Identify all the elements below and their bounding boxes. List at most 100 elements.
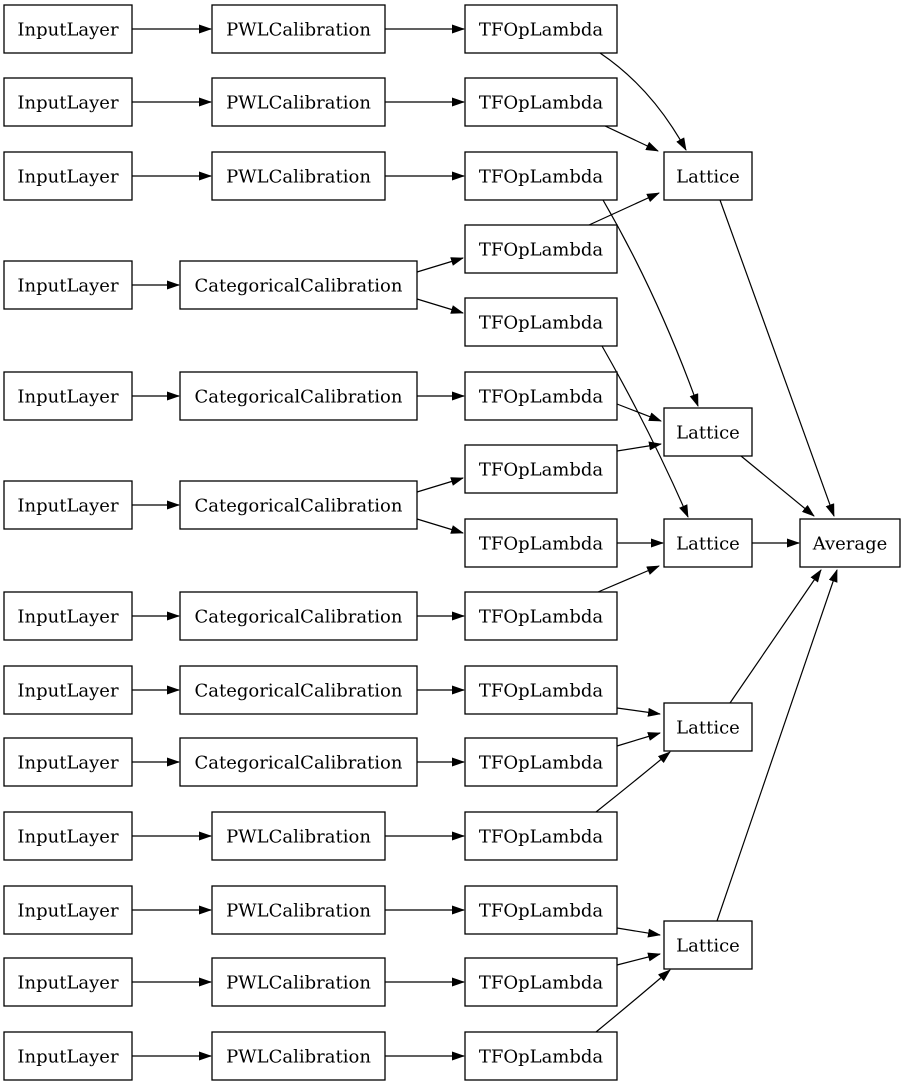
node-categorical-calibration-6: CategoricalCalibration (179, 737, 418, 787)
node-lattice-2: Lattice (663, 407, 753, 457)
node-input-layer-4: InputLayer (3, 260, 133, 310)
node-rect-input-layer-6 (3, 480, 133, 530)
node-pwl-calibration-7: PWLCalibration (211, 1031, 386, 1081)
node-label-input-layer-6: InputLayer (17, 496, 119, 517)
node-label-tf-op-lambda-11: TFOpLambda (479, 753, 604, 774)
node-input-layer-7: InputLayer (3, 591, 133, 641)
node-label-pwl-calibration-2: PWLCalibration (226, 93, 371, 114)
edge-tf-op-lambda-10-to-lattice-4 (616, 707, 661, 717)
edge-layer (132, 24, 838, 1061)
node-tf-op-lambda-7: TFOpLambda (464, 444, 618, 494)
node-label-input-layer-2: InputLayer (17, 93, 119, 114)
node-label-categorical-calibration-1: CategoricalCalibration (195, 276, 403, 297)
node-pwl-calibration-1: PWLCalibration (211, 4, 386, 54)
node-categorical-calibration-5: CategoricalCalibration (179, 665, 418, 715)
node-rect-average (799, 518, 901, 568)
node-label-categorical-calibration-3: CategoricalCalibration (195, 496, 403, 517)
node-label-input-layer-7: InputLayer (17, 607, 119, 628)
node-rect-tf-op-lambda-12 (464, 811, 618, 861)
node-rect-tf-op-lambda-2 (464, 77, 618, 127)
node-rect-lattice-1 (663, 151, 753, 201)
node-label-tf-op-lambda-7: TFOpLambda (479, 460, 604, 481)
node-label-tf-op-lambda-2: TFOpLambda (479, 93, 604, 114)
node-rect-pwl-calibration-1 (211, 4, 386, 54)
node-rect-tf-op-lambda-14 (464, 957, 618, 1007)
node-input-layer-6: InputLayer (3, 480, 133, 530)
node-rect-pwl-calibration-6 (211, 957, 386, 1007)
node-input-layer-9: InputLayer (3, 737, 133, 787)
node-rect-categorical-calibration-3 (179, 480, 418, 530)
edge-tf-op-lambda-14-to-lattice-5 (616, 952, 661, 966)
edge-tf-op-lambda-11-to-lattice-4 (616, 732, 661, 747)
node-label-input-layer-4: InputLayer (17, 276, 119, 297)
node-label-lattice-4: Lattice (676, 718, 740, 739)
node-rect-lattice-3 (663, 518, 753, 568)
node-label-tf-op-lambda-14: TFOpLambda (479, 973, 604, 994)
node-rect-input-layer-3 (3, 151, 133, 201)
node-rect-lattice-2 (663, 407, 753, 457)
node-tf-op-lambda-13: TFOpLambda (464, 885, 618, 935)
node-label-pwl-calibration-4: PWLCalibration (226, 827, 371, 848)
node-rect-tf-op-lambda-9 (464, 591, 618, 641)
node-rect-input-layer-11 (3, 885, 133, 935)
edge-tf-op-lambda-7-to-lattice-2 (616, 441, 662, 452)
edge-tf-op-lambda-5-to-lattice-3 (601, 345, 689, 518)
node-rect-tf-op-lambda-6 (464, 371, 618, 421)
node-input-layer-1: InputLayer (3, 4, 133, 54)
node-label-tf-op-lambda-15: TFOpLambda (479, 1047, 604, 1068)
node-categorical-calibration-1: CategoricalCalibration (179, 260, 418, 310)
node-label-tf-op-lambda-3: TFOpLambda (479, 167, 604, 188)
edge-tf-op-lambda-15-to-lattice-5 (595, 969, 671, 1033)
node-label-tf-op-lambda-4: TFOpLambda (479, 240, 604, 261)
edge-categorical-calibration-3-to-tf-op-lambda-8 (416, 518, 464, 534)
node-rect-pwl-calibration-2 (211, 77, 386, 127)
node-label-pwl-calibration-6: PWLCalibration (226, 973, 371, 994)
node-average: Average (799, 518, 901, 568)
node-label-average: Average (812, 534, 888, 555)
node-rect-tf-op-lambda-11 (464, 737, 618, 787)
node-rect-tf-op-lambda-3 (464, 151, 618, 201)
node-rect-categorical-calibration-2 (179, 371, 418, 421)
node-label-input-layer-5: InputLayer (17, 387, 119, 408)
node-label-pwl-calibration-3: PWLCalibration (226, 167, 371, 188)
node-rect-pwl-calibration-5 (211, 885, 386, 935)
node-label-pwl-calibration-1: PWLCalibration (226, 20, 371, 41)
node-rect-tf-op-lambda-7 (464, 444, 618, 494)
node-tf-op-lambda-1: TFOpLambda (464, 4, 618, 54)
node-label-input-layer-9: InputLayer (17, 753, 119, 774)
node-label-tf-op-lambda-9: TFOpLambda (479, 607, 604, 628)
node-label-categorical-calibration-6: CategoricalCalibration (195, 753, 403, 774)
node-rect-pwl-calibration-3 (211, 151, 386, 201)
node-rect-lattice-5 (663, 920, 753, 970)
edge-lattice-4-to-average (729, 569, 822, 704)
node-label-lattice-5: Lattice (676, 936, 740, 957)
node-categorical-calibration-3: CategoricalCalibration (179, 480, 418, 530)
node-label-lattice-2: Lattice (676, 423, 740, 444)
node-tf-op-lambda-12: TFOpLambda (464, 811, 618, 861)
node-label-input-layer-12: InputLayer (17, 973, 119, 994)
node-input-layer-13: InputLayer (3, 1031, 133, 1081)
edge-categorical-calibration-1-to-tf-op-lambda-4 (416, 257, 464, 273)
node-input-layer-2: InputLayer (3, 77, 133, 127)
edge-tf-op-lambda-1-to-lattice-1 (599, 52, 687, 151)
node-label-input-layer-3: InputLayer (17, 167, 119, 188)
edge-lattice-5-to-average (716, 569, 838, 922)
node-input-layer-10: InputLayer (3, 811, 133, 861)
node-lattice-5: Lattice (663, 920, 753, 970)
node-layer: InputLayerInputLayerInputLayerInputLayer… (3, 4, 901, 1081)
node-label-lattice-3: Lattice (676, 534, 740, 555)
node-input-layer-3: InputLayer (3, 151, 133, 201)
node-label-categorical-calibration-4: CategoricalCalibration (195, 607, 403, 628)
node-label-tf-op-lambda-13: TFOpLambda (479, 901, 604, 922)
node-rect-tf-op-lambda-8 (464, 518, 618, 568)
node-pwl-calibration-3: PWLCalibration (211, 151, 386, 201)
node-label-tf-op-lambda-1: TFOpLambda (479, 20, 604, 41)
node-rect-input-layer-5 (3, 371, 133, 421)
node-rect-input-layer-4 (3, 260, 133, 310)
node-rect-input-layer-9 (3, 737, 133, 787)
node-pwl-calibration-4: PWLCalibration (211, 811, 386, 861)
edge-categorical-calibration-3-to-tf-op-lambda-7 (416, 477, 464, 493)
node-rect-tf-op-lambda-13 (464, 885, 618, 935)
node-label-categorical-calibration-5: CategoricalCalibration (195, 681, 403, 702)
edge-tf-op-lambda-4-to-lattice-1 (588, 192, 660, 226)
